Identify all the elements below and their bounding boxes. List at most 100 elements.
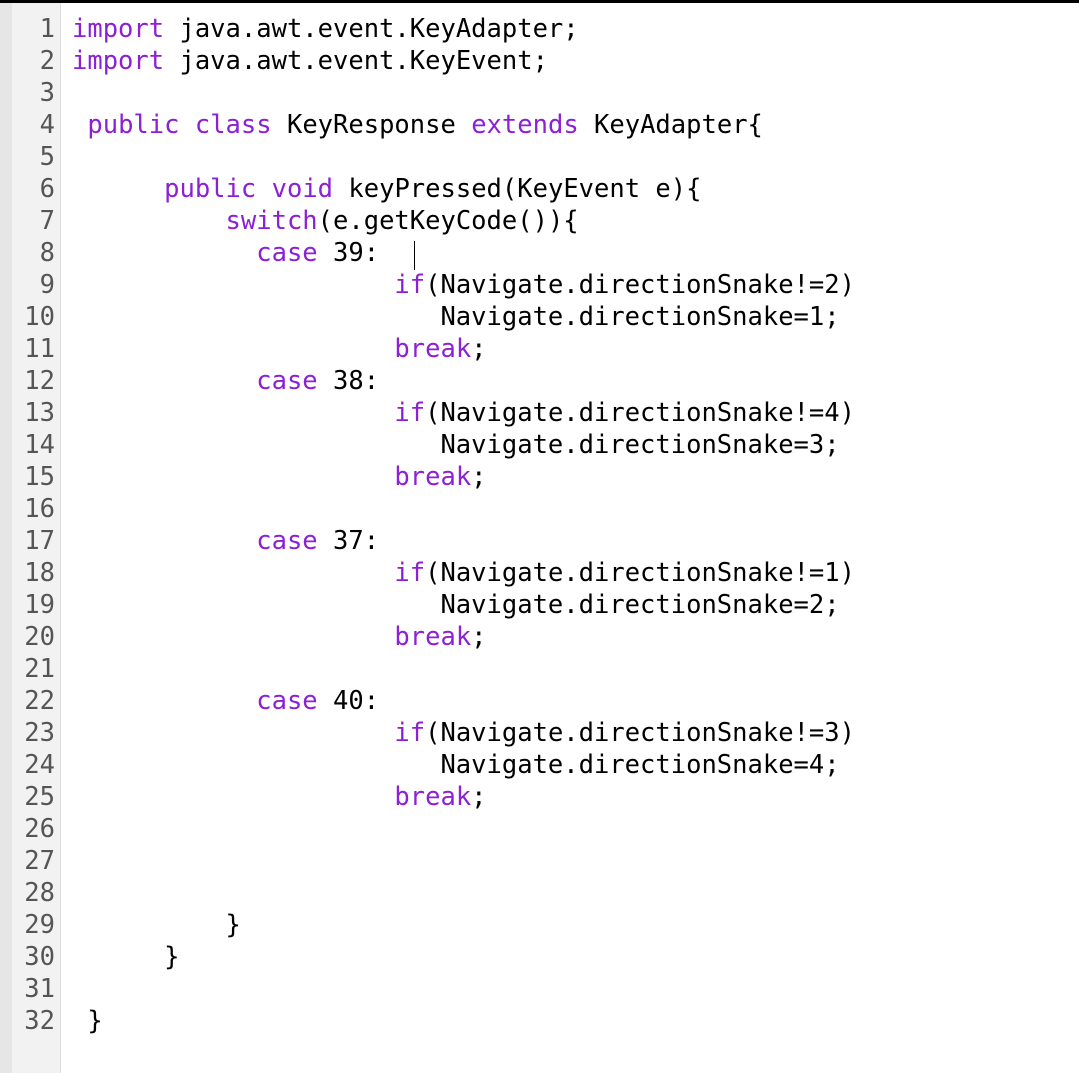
code-keyword: break xyxy=(394,462,472,492)
code-text: keyPressed(KeyEvent e){ xyxy=(333,174,702,204)
line-number: 28 xyxy=(24,878,55,908)
code-line[interactable]: } xyxy=(72,1005,103,1037)
line-number: 20 xyxy=(24,622,55,652)
code-keyword: extends xyxy=(471,110,579,140)
code-keyword: break xyxy=(394,622,472,652)
line-number: 18 xyxy=(24,558,55,588)
code-line[interactable]: if(Navigate.directionSnake!=1) xyxy=(72,557,855,589)
code-text xyxy=(72,558,394,588)
code-text: (Navigate.directionSnake!=3) xyxy=(425,718,855,748)
code-line[interactable]: break; xyxy=(72,781,487,813)
line-number: 2 xyxy=(39,46,55,76)
line-number: 19 xyxy=(24,590,55,620)
code-keyword: import xyxy=(72,14,165,44)
code-line[interactable]: public class KeyResponse extends KeyAdap… xyxy=(72,109,763,141)
code-keyword: if xyxy=(394,558,426,588)
code-keyword: import xyxy=(72,46,165,76)
line-number: 14 xyxy=(24,430,55,460)
code-keyword: class xyxy=(194,110,272,140)
code-text xyxy=(72,462,394,492)
code-keyword: case xyxy=(256,366,318,396)
line-number: 7 xyxy=(39,206,55,236)
line-number: 16 xyxy=(24,494,55,524)
code-keyword: break xyxy=(394,782,472,812)
text-caret xyxy=(414,241,415,270)
code-keyword: case xyxy=(256,686,318,716)
code-text xyxy=(72,270,394,300)
line-number: 4 xyxy=(39,110,55,140)
code-text: Navigate.directionSnake=3; xyxy=(72,430,840,460)
code-text xyxy=(72,206,226,236)
code-text xyxy=(72,622,394,652)
line-number: 30 xyxy=(24,942,55,972)
code-keyword: if xyxy=(394,718,426,748)
line-number: 15 xyxy=(24,462,55,492)
code-keyword: public xyxy=(87,110,180,140)
code-line[interactable]: import java.awt.event.KeyAdapter; xyxy=(72,13,579,45)
code-line[interactable]: if(Navigate.directionSnake!=3) xyxy=(72,717,855,749)
code-keyword: break xyxy=(394,334,472,364)
code-line[interactable]: Navigate.directionSnake=3; xyxy=(72,429,840,461)
code-text: KeyAdapter{ xyxy=(578,110,763,140)
code-text: ; xyxy=(471,334,487,364)
line-number: 26 xyxy=(24,814,55,844)
code-text: ; xyxy=(471,782,487,812)
code-text: Navigate.directionSnake=4; xyxy=(72,750,840,780)
line-number: 22 xyxy=(24,686,55,716)
code-line[interactable]: public void keyPressed(KeyEvent e){ xyxy=(72,173,702,205)
line-number: 9 xyxy=(39,270,55,300)
code-keyword: case xyxy=(256,526,318,556)
code-line[interactable]: case 39: xyxy=(72,237,379,269)
line-number: 29 xyxy=(24,910,55,940)
code-text xyxy=(72,718,394,748)
line-number: 25 xyxy=(24,782,55,812)
code-line[interactable]: if(Navigate.directionSnake!=4) xyxy=(72,397,855,429)
code-text xyxy=(72,782,394,812)
code-text: (Navigate.directionSnake!=4) xyxy=(425,398,855,428)
code-keyword: public xyxy=(164,174,257,204)
code-text: ; xyxy=(471,622,487,652)
code-text xyxy=(256,174,271,204)
line-number: 11 xyxy=(24,334,55,364)
line-number: 17 xyxy=(24,526,55,556)
line-number: 32 xyxy=(24,1006,55,1036)
code-line[interactable]: switch(e.getKeyCode()){ xyxy=(72,205,579,237)
code-line[interactable]: case 37: xyxy=(72,525,379,557)
code-text: } xyxy=(72,1006,103,1036)
code-text: 37: xyxy=(317,526,380,556)
code-text: 39: xyxy=(317,238,380,268)
line-number: 24 xyxy=(24,750,55,780)
code-line[interactable]: case 40: xyxy=(72,685,379,717)
code-text: (e.getKeyCode()){ xyxy=(317,206,579,236)
line-number: 6 xyxy=(39,174,55,204)
code-line[interactable]: if(Navigate.directionSnake!=2) xyxy=(72,269,855,301)
code-line[interactable]: Navigate.directionSnake=1; xyxy=(72,301,839,333)
code-text xyxy=(72,334,394,364)
code-line[interactable]: import java.awt.event.KeyEvent; xyxy=(72,45,548,77)
line-number: 21 xyxy=(24,654,55,684)
line-number: 31 xyxy=(24,974,55,1004)
code-line[interactable]: } xyxy=(72,941,179,973)
code-line[interactable]: } xyxy=(72,909,241,941)
gutter-strip xyxy=(0,3,12,1073)
code-text xyxy=(72,366,256,396)
line-number: 12 xyxy=(24,366,55,396)
code-line[interactable]: Navigate.directionSnake=4; xyxy=(72,749,840,781)
code-keyword: if xyxy=(394,398,426,428)
line-number: 8 xyxy=(39,238,55,268)
code-keyword: void xyxy=(271,174,334,204)
code-keyword: case xyxy=(256,238,318,268)
code-line[interactable]: break; xyxy=(72,333,487,365)
code-line[interactable]: break; xyxy=(72,461,486,493)
code-line[interactable]: break; xyxy=(72,621,487,653)
code-text xyxy=(72,110,87,140)
code-text: 40: xyxy=(317,686,380,716)
code-text xyxy=(72,526,256,556)
code-text: java.awt.event.KeyEvent; xyxy=(164,46,548,76)
code-keyword: switch xyxy=(225,206,318,236)
code-text: (Navigate.directionSnake!=2) xyxy=(425,270,855,300)
code-line[interactable]: case 38: xyxy=(72,365,379,397)
code-line[interactable]: Navigate.directionSnake=2; xyxy=(72,589,839,621)
